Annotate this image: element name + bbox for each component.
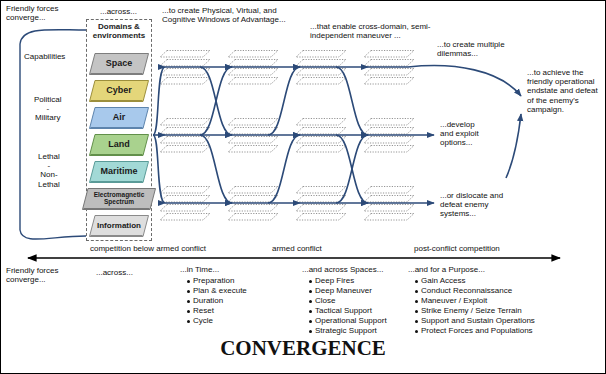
layer-edge bbox=[91, 154, 143, 155]
bracket-label: Political - Military bbox=[34, 95, 62, 123]
layer-label: Information bbox=[97, 222, 141, 230]
layer-parallelogram bbox=[90, 81, 149, 102]
flow-arrow bbox=[200, 67, 232, 135]
layer-label: Cyber bbox=[106, 86, 132, 95]
list-item: Close bbox=[308, 296, 335, 305]
domain-stack: SpaceCyberAirLandMaritimeElectromagnetic… bbox=[86, 19, 152, 241]
layer-label: Electromagnetic Spectrum bbox=[82, 192, 156, 206]
domain-layer: Air bbox=[89, 107, 149, 129]
list-item: Protect Forces and Populations bbox=[414, 326, 533, 335]
list-item: Tactical Support bbox=[308, 306, 372, 315]
endstate-arc bbox=[368, 66, 521, 96]
flow-arrow bbox=[268, 67, 300, 135]
flow-arrow bbox=[200, 67, 232, 135]
flow-arrow bbox=[300, 134, 368, 136]
layer-label: Space bbox=[106, 59, 133, 68]
list-item: Preparation bbox=[186, 276, 234, 285]
flow-arrow bbox=[268, 135, 300, 203]
layer-parallelogram bbox=[90, 216, 149, 237]
list-item: Strike Enemy / Seize Terrain bbox=[414, 306, 522, 315]
flow-arrow bbox=[165, 66, 232, 68]
layer-edge bbox=[91, 235, 143, 236]
list-item: Conduct Reconnaissance bbox=[414, 286, 512, 295]
layer-parallelogram bbox=[90, 162, 149, 183]
bracket-label: Lethal - Non-Lethal bbox=[38, 152, 60, 189]
layer-parallelogram bbox=[90, 135, 149, 156]
layer-parallelogram bbox=[83, 189, 156, 210]
intro-text: Friendly forces converge... bbox=[6, 266, 68, 284]
domain-layer: Electromagnetic Spectrum bbox=[82, 188, 156, 210]
list-item: Duration bbox=[186, 296, 223, 305]
layer-parallelogram bbox=[90, 108, 149, 129]
layer-edge bbox=[84, 208, 150, 209]
flow-arrow bbox=[336, 135, 368, 203]
flow-arrow bbox=[200, 135, 232, 203]
flow-text: ...across... bbox=[100, 7, 137, 16]
list-item: Support and Sustain Operations bbox=[414, 316, 535, 325]
flow-arrow bbox=[232, 66, 300, 68]
layer-edge bbox=[91, 73, 143, 74]
layer-label: Air bbox=[113, 113, 126, 122]
layer-edge bbox=[91, 181, 143, 182]
flow-text: ...that enable cross-domain, semi-indepe… bbox=[310, 22, 432, 40]
list-heading: ...and across Spaces... bbox=[302, 265, 383, 274]
flow-text: ...or dislocate and defeat enemy systems… bbox=[440, 191, 506, 219]
flow-arrow bbox=[232, 134, 300, 136]
list-item: Operational Support bbox=[308, 316, 387, 325]
phase-label: post-conflict competition bbox=[414, 244, 500, 253]
flow-text: ...to create multiple dilemmas... bbox=[437, 40, 517, 58]
exit-arrow bbox=[368, 134, 434, 136]
stack-heading: Domains & environments bbox=[87, 23, 151, 41]
flow-arrow bbox=[165, 202, 232, 204]
layer-label: Land bbox=[108, 140, 130, 149]
flow-text: ...to create Physical, Virtual, and Cogn… bbox=[162, 6, 306, 24]
list-item: Strategic Support bbox=[308, 326, 377, 335]
domain-layer: Land bbox=[89, 134, 149, 156]
layer-label: Maritime bbox=[100, 167, 137, 176]
bracket-label: Capabilities bbox=[24, 52, 65, 61]
domain-layer: Space bbox=[89, 53, 149, 75]
phase-label: competition below armed conflict bbox=[90, 244, 206, 253]
list-item: Deep Maneuver bbox=[308, 286, 372, 295]
flow-arrow bbox=[300, 202, 368, 204]
layer-edge bbox=[91, 127, 143, 128]
list-item: Maneuver / Exploit bbox=[414, 296, 487, 305]
flow-text: ...across... bbox=[96, 268, 133, 277]
list-heading: ...and for a Purpose... bbox=[408, 265, 485, 274]
layer-parallelogram bbox=[90, 54, 149, 75]
timeline-arrow bbox=[28, 257, 560, 259]
domain-layer: Cyber bbox=[89, 80, 149, 102]
maneuver-arrows bbox=[153, 66, 521, 203]
layer-edge bbox=[91, 100, 143, 101]
endstate-text: ...to achieve the friendly operational e… bbox=[527, 68, 599, 114]
fan-arrow bbox=[153, 67, 165, 135]
domain-layer: Information bbox=[89, 215, 149, 237]
list-heading: ...in Time... bbox=[180, 265, 219, 274]
flow-arrow bbox=[165, 134, 232, 136]
exit-arrow bbox=[368, 202, 434, 204]
intro-text: Friendly forces converge... bbox=[6, 4, 68, 22]
flow-arrow bbox=[232, 202, 300, 204]
list-item: Gain Access bbox=[414, 276, 465, 285]
flow-arrow bbox=[300, 66, 368, 68]
flow-text: ...develop and exploit options... bbox=[440, 120, 486, 148]
list-item: Reset bbox=[186, 306, 214, 315]
endstate-arc bbox=[506, 114, 521, 178]
list-item: Cycle bbox=[186, 316, 213, 325]
flow-arrow bbox=[336, 135, 368, 203]
phase-label: armed conflict bbox=[272, 244, 322, 253]
flow-arrow bbox=[336, 67, 368, 135]
list-item: Plan & execute bbox=[186, 286, 247, 295]
diagram-title: CONVERGENCE bbox=[0, 337, 606, 360]
capabilities-bracket bbox=[20, 30, 86, 239]
list-item: Deep Fires bbox=[308, 276, 354, 285]
domain-layer: Maritime bbox=[89, 161, 149, 183]
